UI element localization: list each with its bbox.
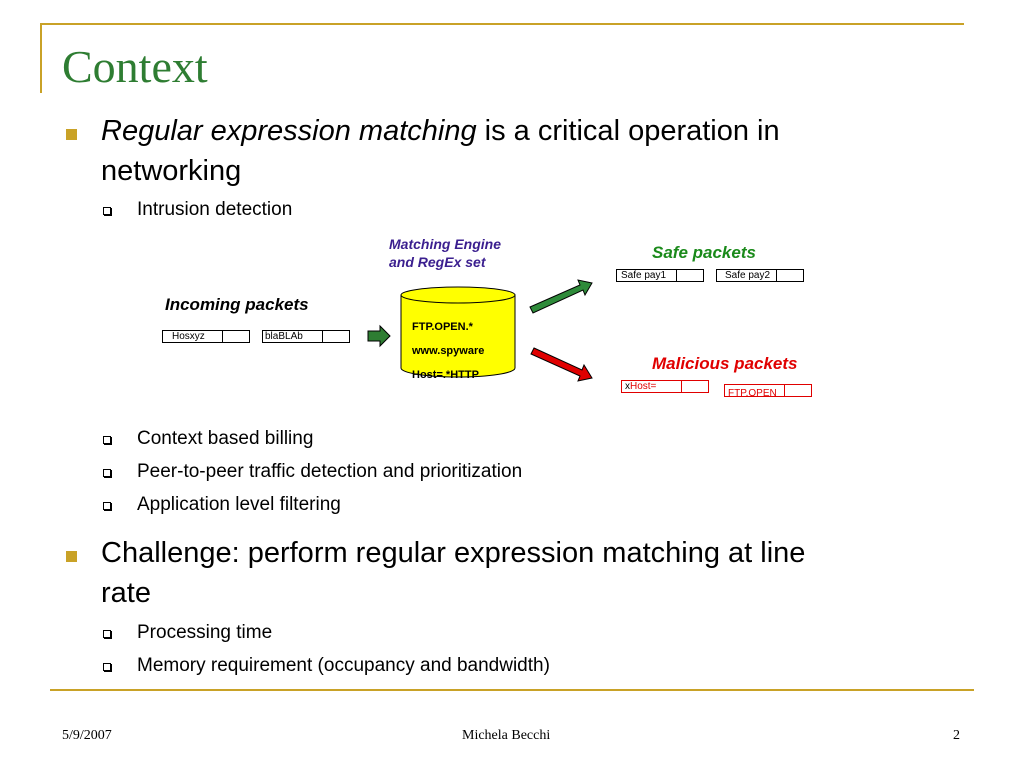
bullet-text-1: Regular expression matching is a critica… xyxy=(101,111,961,191)
frame-bottom-rule xyxy=(50,689,974,691)
packet-divider xyxy=(676,270,677,281)
diagram-shapes xyxy=(367,279,593,382)
sub-bullet-icon xyxy=(103,630,111,638)
incoming-arrow-icon xyxy=(367,324,391,348)
bullet-square-icon xyxy=(66,129,77,140)
engine-label-line1: Matching Engine xyxy=(389,236,501,252)
frame-left-rule xyxy=(40,23,42,93)
slide-title: Context xyxy=(62,41,208,92)
sub-bullet-icon xyxy=(103,436,111,444)
malicious-packet: xHost= xyxy=(621,380,709,393)
malicious-packet-label: xHost= xyxy=(625,381,656,392)
regex-entry: Host=.*HTTP xyxy=(412,369,479,381)
packet-divider xyxy=(222,331,223,342)
regex-entry: www.spyware xyxy=(412,345,485,357)
sub-bullet-icon xyxy=(103,207,111,215)
frame-top-rule xyxy=(40,23,964,25)
malicious-packet-prefix: x xyxy=(625,381,630,392)
malicious-packet-label: FTP.OPEN xyxy=(728,388,777,399)
footer-date: 5/9/2007 xyxy=(62,728,112,743)
engine-label-line2: and RegEx set xyxy=(389,254,486,270)
malicious-packet: FTP.OPEN xyxy=(724,384,812,399)
safe-packet-label: Safe pay2 xyxy=(725,270,771,281)
safe-packet: Safe pay1 xyxy=(616,269,704,282)
malicious-packets-label: Malicious packets xyxy=(652,354,798,373)
incoming-packet: blaBLAb xyxy=(262,330,350,343)
sub-bullet-app-filtering: Application level filtering xyxy=(137,494,341,515)
sub-bullet-memory: Memory requirement (occupancy and bandwi… xyxy=(137,655,550,676)
bullet-square-icon xyxy=(66,551,77,562)
bullet-1-rest: is a critical operation in xyxy=(476,115,780,147)
malicious-packet-rest: Host= xyxy=(630,381,657,392)
packet-divider xyxy=(784,385,785,396)
sub-bullet-processing-time: Processing time xyxy=(137,622,273,643)
footer-page-number: 2 xyxy=(953,728,960,743)
bullet-2-line2: rate xyxy=(101,577,151,609)
incoming-packet-label: blaBLAb xyxy=(265,331,303,342)
bullet-1-italic: Regular expression matching xyxy=(101,115,477,147)
sub-bullet-icon xyxy=(103,502,111,510)
incoming-packet-label: Hosxyz xyxy=(172,331,205,342)
packet-divider xyxy=(776,270,777,281)
safe-packets-label: Safe packets xyxy=(652,243,756,262)
sub-bullet-p2p: Peer-to-peer traffic detection and prior… xyxy=(137,461,523,482)
bullet-2-line1: Challenge: perform regular expression ma… xyxy=(101,537,806,569)
footer-author: Michela Becchi xyxy=(462,728,551,743)
incoming-packet: Hosxyz xyxy=(162,330,250,343)
packet-divider xyxy=(681,381,682,392)
safe-arrow-icon xyxy=(529,279,593,314)
sub-bullet-context-billing: Context based billing xyxy=(137,428,314,449)
malicious-arrow-icon xyxy=(530,347,593,382)
engine-label: Matching Engine and RegEx set xyxy=(389,235,501,271)
regex-database-cylinder-icon xyxy=(400,286,516,378)
regex-entry: FTP.OPEN.* xyxy=(412,321,473,333)
safe-packet-label: Safe pay1 xyxy=(621,270,667,281)
sub-bullet-intrusion-detection: Intrusion detection xyxy=(137,199,293,220)
packet-divider xyxy=(322,331,323,342)
sub-bullet-icon xyxy=(103,663,111,671)
incoming-packets-label: Incoming packets xyxy=(165,295,309,314)
bullet-text-2: Challenge: perform regular expression ma… xyxy=(101,533,981,613)
regex-list: FTP.OPEN.* www.spyware Host=.*HTTP xyxy=(412,320,484,382)
safe-packet: Safe pay2 xyxy=(716,269,804,282)
bullet-1-line2: networking xyxy=(101,155,242,187)
sub-bullet-icon xyxy=(103,469,111,477)
